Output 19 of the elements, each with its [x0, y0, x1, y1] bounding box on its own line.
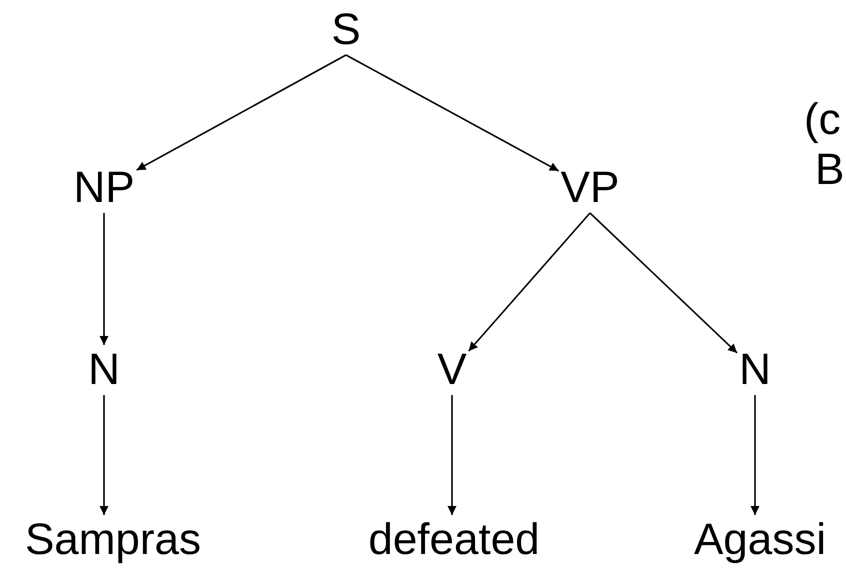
arrow — [589, 212, 738, 354]
word-label: Sampras — [22, 515, 204, 565]
arrow — [346, 54, 560, 172]
tree-node-label: N — [86, 345, 122, 395]
arrow — [100, 213, 108, 345]
arrow — [468, 212, 591, 352]
tree-node-label: NP — [71, 163, 137, 213]
word-label: defeated — [366, 515, 542, 565]
arrow — [136, 54, 346, 171]
note-text: B — [815, 148, 844, 192]
tree-node-label: VP — [558, 163, 622, 213]
word-label: Agassi — [692, 515, 828, 565]
arrow — [750, 395, 760, 515]
note-text: (c — [804, 98, 841, 142]
arrow — [100, 395, 108, 515]
tree-node-label: N — [737, 345, 773, 395]
arrow — [448, 395, 456, 515]
tree-node-label: S — [329, 5, 363, 55]
tree-node-label: V — [435, 345, 469, 395]
